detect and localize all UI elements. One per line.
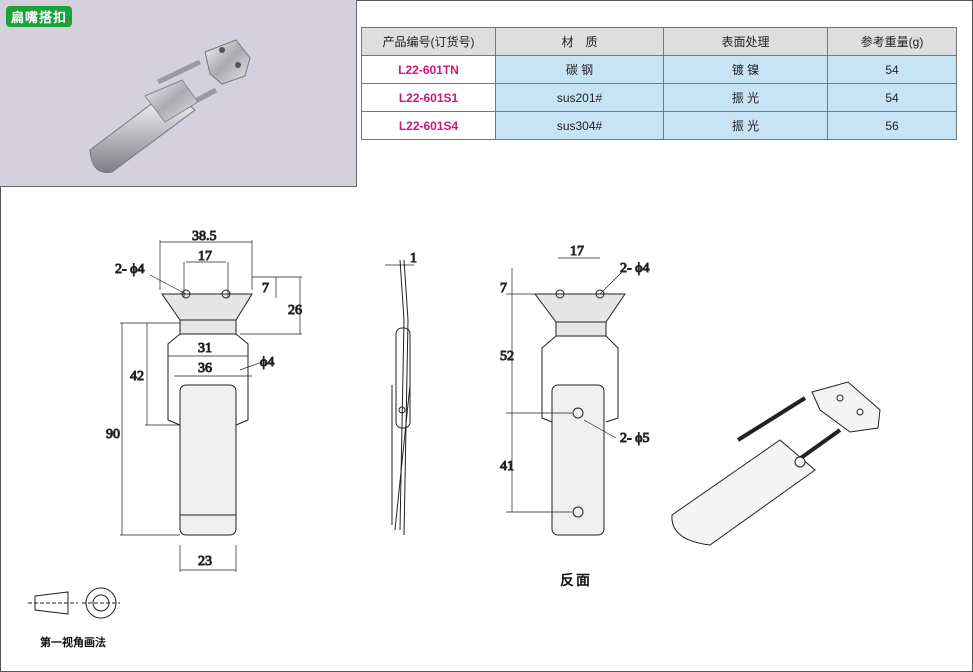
isometric-view (671, 381, 881, 546)
dim-front-pin-width: 36 (198, 361, 212, 376)
dim-back-top-height: 7 (500, 281, 507, 296)
first-angle-symbol (28, 587, 120, 619)
header-finish: 表面处理 (663, 27, 828, 56)
dim-back-height-52: 52 (500, 349, 514, 364)
dim-back-hole-spacing: 17 (570, 244, 584, 259)
table-row: L22-601S1 sus201# 振 光 54 (361, 83, 957, 112)
cell-code: L22-601TN (361, 55, 496, 84)
dim-front-pin-hole: ϕ4 (260, 355, 274, 370)
dim-front-height-90: 90 (106, 427, 120, 442)
dim-front-top-height: 7 (262, 281, 269, 296)
dim-front-height-42: 42 (130, 369, 144, 384)
header-code: 产品编号(订货号) (361, 27, 496, 56)
cell-material: 碳 钢 (495, 55, 664, 84)
table-row: L22-601TN 碳 钢 镀 镍 54 (361, 55, 957, 84)
cell-weight: 54 (827, 83, 957, 112)
table-row: L22-601S4 sus304# 振 光 56 (361, 111, 957, 140)
dim-back-holes: 2- ϕ4 (620, 261, 650, 276)
header-material: 材 质 (495, 27, 664, 56)
dim-front-plate-height: 26 (288, 303, 302, 318)
cell-finish: 镀 镍 (663, 55, 828, 84)
header-weight: 参考重量(g) (827, 27, 957, 56)
cell-finish: 振 光 (663, 83, 828, 112)
dim-front-total-width: 38.5 (192, 229, 217, 244)
cell-code: L22-601S1 (361, 83, 496, 112)
dim-side-thickness: 1 (410, 251, 417, 266)
cell-weight: 56 (827, 111, 957, 140)
cell-weight: 54 (827, 55, 957, 84)
technical-drawing: 38.5 17 2- ϕ4 7 26 31 36 ϕ4 42 90 23 1 1… (28, 229, 881, 619)
back-view (506, 257, 626, 536)
product-photo-panel: 扁嘴搭扣 (0, 0, 357, 187)
dim-back-hole-5: 2- ϕ5 (620, 431, 650, 446)
side-view (385, 259, 414, 536)
projection-caption: 第一视角画法 (40, 637, 106, 649)
dim-front-width-23: 23 (198, 554, 212, 569)
dim-back-height-41: 41 (500, 459, 514, 474)
dim-front-bail-width: 31 (198, 341, 212, 356)
cell-finish: 振 光 (663, 111, 828, 140)
product-photo (89, 39, 251, 174)
spec-header-row: 产品编号(订货号) 材 质 表面处理 参考重量(g) (361, 27, 957, 56)
spec-table: 产品编号(订货号) 材 质 表面处理 参考重量(g) L22-601TN 碳 钢… (361, 27, 957, 140)
cell-material: sus304# (495, 111, 664, 140)
back-view-caption: 反面 (560, 572, 592, 588)
dim-front-holes: 2- ϕ4 (115, 262, 145, 277)
cell-code: L22-601S4 (361, 111, 496, 140)
dim-front-hole-spacing: 17 (198, 249, 212, 264)
cell-material: sus201# (495, 83, 664, 112)
front-view (120, 240, 302, 572)
product-title-tag: 扁嘴搭扣 (6, 6, 73, 27)
